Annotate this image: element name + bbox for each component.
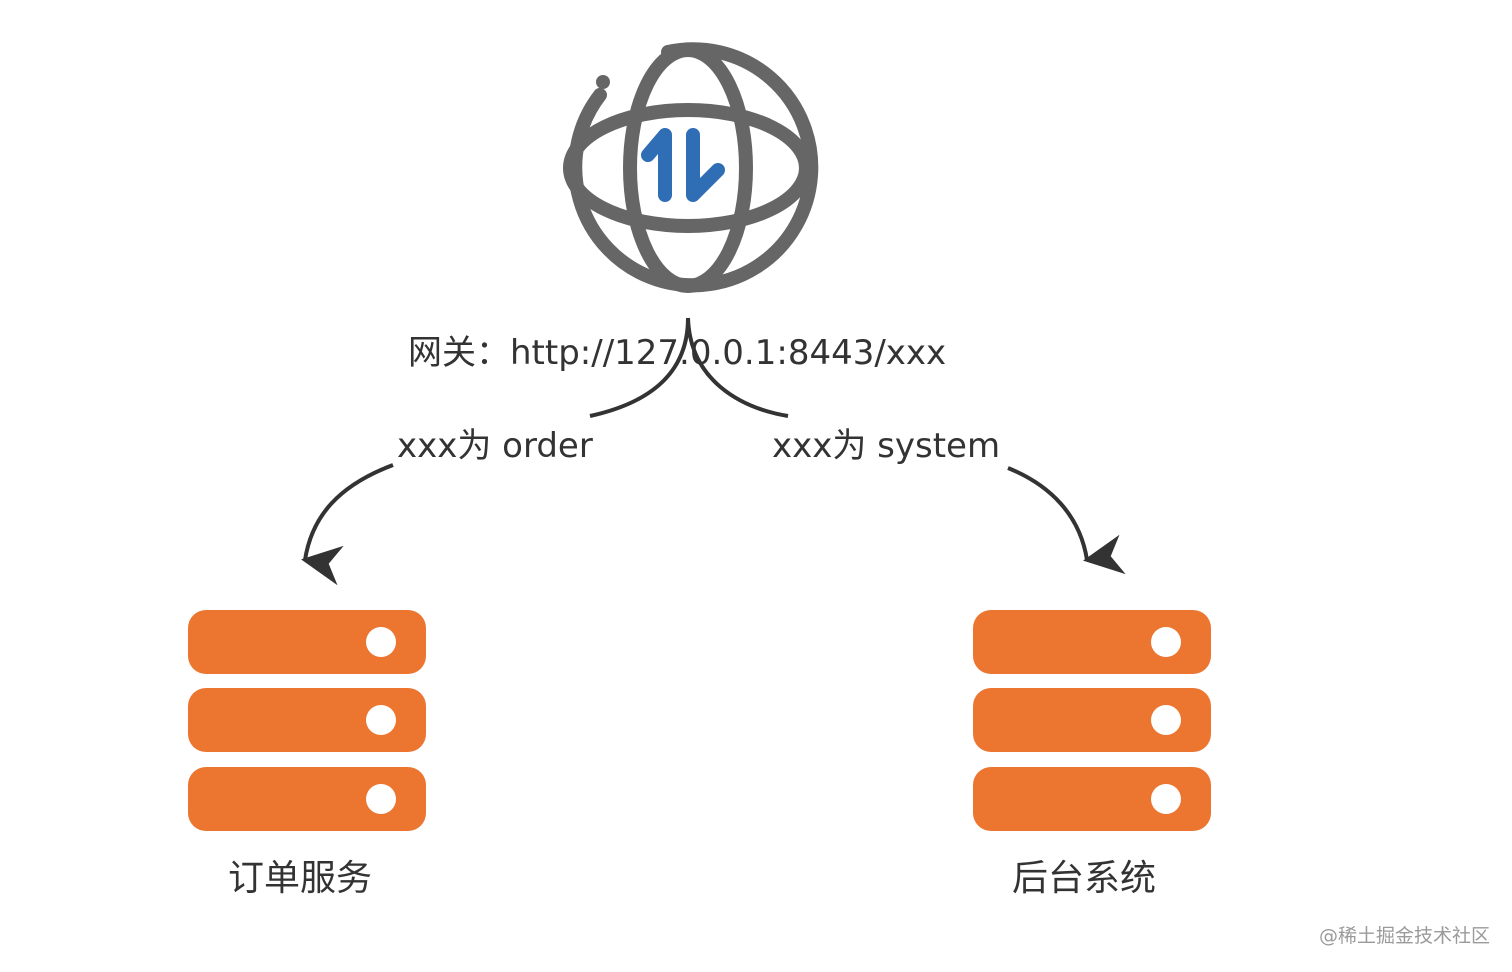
route-curve-right xyxy=(686,317,789,418)
route-curve-left xyxy=(589,317,690,418)
route-arrow-right xyxy=(1007,466,1126,575)
service-label-order: 订单服务 xyxy=(228,858,372,899)
server-stack-icon-system xyxy=(973,610,1211,831)
watermark: @稀土掘金技术社区 xyxy=(1318,925,1490,947)
route-label-system: xxx为 system xyxy=(772,426,1000,466)
gateway-label: 网关：http://127.0.0.1:8443/xxx xyxy=(408,333,946,373)
transfer-arrows-icon xyxy=(641,128,725,202)
route-arrow-left xyxy=(301,463,394,586)
server-stack-icon-order xyxy=(188,610,426,831)
route-label-order: xxx为 order xyxy=(397,426,593,466)
globe-icon xyxy=(563,42,819,293)
service-label-system: 后台系统 xyxy=(1012,858,1156,899)
